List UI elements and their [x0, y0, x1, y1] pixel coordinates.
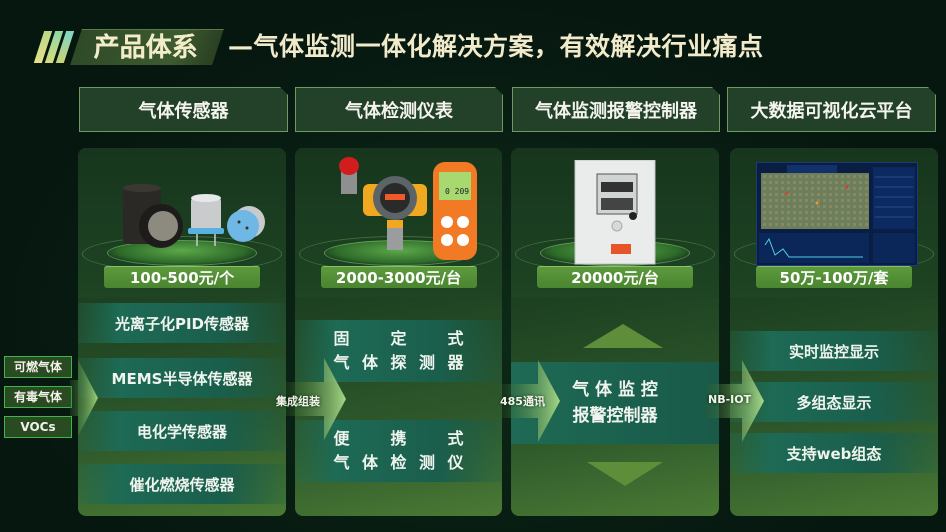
connector-label-485: 485通讯 — [500, 395, 545, 408]
arrow-down-icon — [587, 462, 663, 486]
item-line-1: 气 体 监 控 — [572, 380, 658, 400]
list-item: MEMS半导体传感器 — [78, 358, 286, 398]
char: 携 — [390, 429, 407, 448]
char: 检 — [390, 453, 407, 472]
gas-detector-instruments-image: 0 209 — [319, 154, 479, 266]
gas-sensors-product-image — [97, 184, 267, 254]
column-header-alarm-controller: 气体监测报警控制器 — [512, 87, 720, 132]
list-item-portable-detector: 便 携 式 气 体 检 测 仪 — [295, 420, 502, 482]
column-header-gas-detection-instruments: 气体检测仪表 — [295, 87, 503, 132]
char: 体 — [361, 353, 378, 372]
cloud-platform-dashboard-image — [756, 162, 918, 266]
connector-label-nbiot: NB-IOT — [708, 393, 752, 406]
item-line-1: 便 携 式 — [334, 427, 464, 451]
char: 式 — [447, 329, 464, 348]
char: 定 — [390, 329, 407, 348]
arrow-right-icon — [284, 358, 346, 440]
item-line-1: 固 定 式 — [334, 327, 464, 351]
list-item: 电化学传感器 — [78, 411, 286, 451]
svg-text:0 209: 0 209 — [445, 187, 469, 196]
panel-gas-detection-instruments: 0 209 2000-3000元/台 固 定 式 气 体 探 测 器 便 携 式… — [295, 148, 502, 516]
title-tag: 产品体系 — [70, 29, 224, 65]
price-tag: 2000-3000元/台 — [320, 266, 477, 288]
list-item: 催化燃烧传感器 — [78, 464, 286, 504]
column-header-cloud-platform: 大数据可视化云平台 — [727, 87, 936, 132]
column-header-gas-sensors: 气体传感器 — [79, 87, 288, 132]
header-label: 大数据可视化云平台 — [750, 100, 913, 122]
char: 固 — [333, 329, 350, 348]
header-label: 气体监测报警控制器 — [535, 100, 697, 122]
price-tag: 20000元/台 — [537, 266, 693, 288]
char: 测 — [418, 353, 435, 372]
arrow-right-icon — [70, 360, 98, 436]
char: 体 — [361, 453, 378, 472]
page-title: 产品体系 —气体监测一体化解决方案，有效解决行业痛点 — [33, 28, 764, 66]
item-line-2: 气 体 检 测 仪 — [334, 451, 464, 475]
list-item-fixed-detector: 固 定 式 气 体 探 测 器 — [295, 320, 502, 382]
char: 仪 — [447, 453, 464, 472]
header-label: 气体传感器 — [138, 100, 229, 122]
price-tag: 50万-100万/套 — [756, 266, 912, 288]
char: 探 — [390, 353, 407, 372]
char: 气 — [333, 453, 350, 472]
item-line-2: 报警控制器 — [572, 406, 658, 426]
list-item: 实时监控显示 — [730, 331, 938, 371]
title-main: 产品体系 — [94, 30, 198, 66]
panel-gas-sensors: 100-500元/个 光离子化PID传感器 MEMS半导体传感器 电化学传感器 … — [78, 148, 286, 516]
connector-label-integration: 集成组装 — [276, 395, 320, 408]
header-label: 气体检测仪表 — [345, 100, 453, 122]
list-item: 光离子化PID传感器 — [78, 303, 286, 343]
gas-tag-vocs: VOCs — [4, 416, 72, 438]
list-item: 支持web组态 — [730, 433, 938, 473]
char: 便 — [333, 429, 350, 448]
panel-alarm-controller: 20000元/台 气 体 监 控 报警控制器 — [511, 148, 719, 516]
arrow-right-icon — [706, 360, 764, 442]
item-line-2: 气 体 探 测 器 — [334, 351, 464, 375]
char: 器 — [447, 353, 464, 372]
char: 气 — [333, 353, 350, 372]
arrow-right-icon — [500, 360, 560, 442]
title-subtitle: —气体监测一体化解决方案，有效解决行业痛点 — [228, 32, 764, 61]
gas-tag-toxic: 有毒气体 — [4, 386, 72, 408]
panel-cloud-platform: 50万-100万/套 实时监控显示 多组态显示 支持web组态 — [730, 148, 938, 516]
char: 式 — [447, 429, 464, 448]
price-tag: 100-500元/个 — [104, 266, 260, 288]
gas-tag-combustible: 可燃气体 — [4, 356, 72, 378]
title-stripes-icon — [33, 29, 75, 65]
char: 测 — [418, 453, 435, 472]
arrow-up-icon — [583, 324, 663, 348]
list-item: 多组态显示 — [730, 382, 938, 422]
alarm-controller-cabinet-image — [573, 159, 657, 266]
